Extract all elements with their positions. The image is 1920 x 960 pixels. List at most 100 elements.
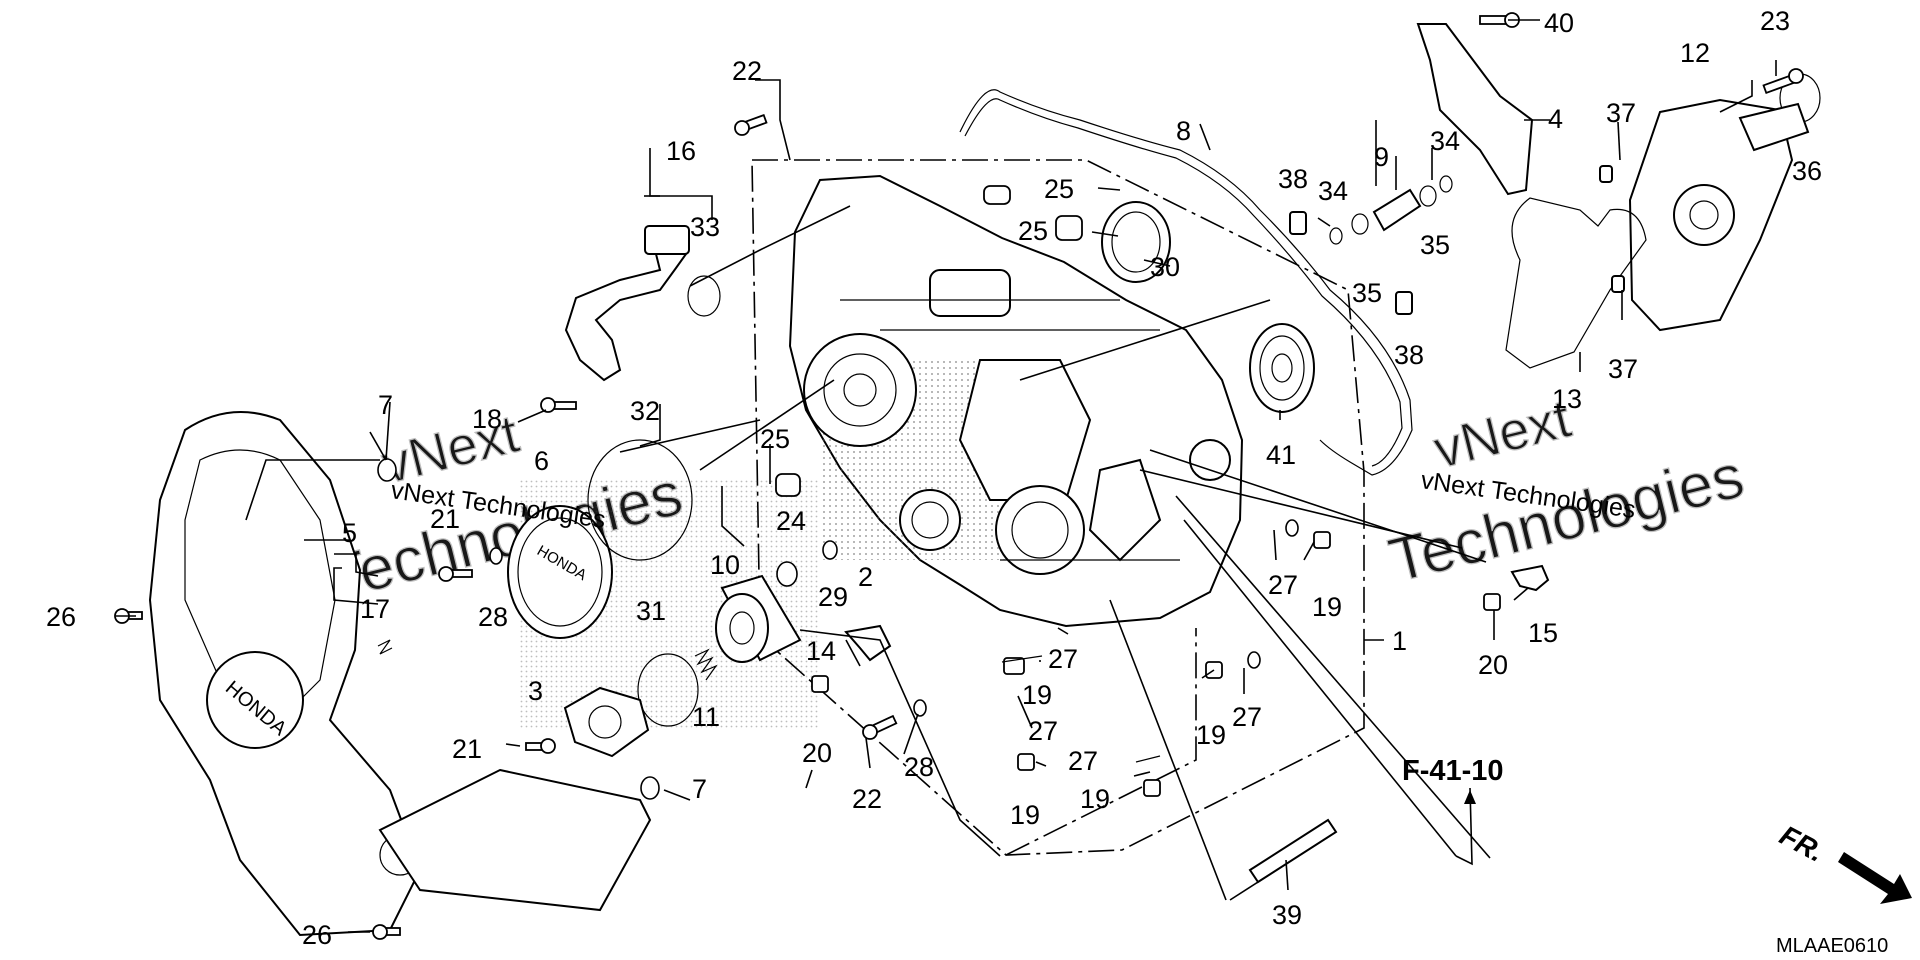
part-label-31: 31 xyxy=(636,596,666,626)
o-ring-32 xyxy=(587,439,693,561)
part-label-26a: 26 xyxy=(46,602,76,632)
part-label-10: 10 xyxy=(710,550,740,580)
part-label-21a: 21 xyxy=(430,504,460,534)
assembly-boundary-lower xyxy=(1005,628,1197,856)
water-pump-12 xyxy=(1628,98,1810,332)
part-label-34a: 34 xyxy=(1318,176,1348,206)
dowel-38a xyxy=(1289,211,1307,235)
part-label-13: 13 xyxy=(1552,384,1582,414)
diagram-code: MLAAE0610 xyxy=(1776,935,1888,957)
part-label-41: 41 xyxy=(1266,440,1296,470)
leader-lines xyxy=(116,19,1777,933)
part-label-19d: 19 xyxy=(1196,720,1226,750)
part-label-35a: 35 xyxy=(1352,278,1382,308)
part-label-25b: 25 xyxy=(1018,216,1048,246)
clutch-cover: HONDA xyxy=(148,411,422,937)
pin-37b xyxy=(1611,275,1625,293)
part-label-3: 3 xyxy=(528,676,543,706)
gasket-outline xyxy=(959,89,1413,476)
reference-arrow xyxy=(1464,790,1476,804)
part-label-22a: 22 xyxy=(732,56,762,86)
part-label-17: 17 xyxy=(360,594,390,624)
caps-25 xyxy=(775,185,1083,497)
part-label-39: 39 xyxy=(1272,900,1302,930)
part-label-25c: 25 xyxy=(760,424,790,454)
part-label-29: 29 xyxy=(818,582,848,612)
clamp-15 xyxy=(1510,564,1550,592)
part-label-7b: 7 xyxy=(692,774,707,804)
front-marker-label: FR. xyxy=(1775,819,1829,868)
part-label-12: 12 xyxy=(1680,38,1710,68)
part-label-28a: 28 xyxy=(478,602,508,632)
ring-35a xyxy=(1351,213,1369,235)
part-label-19a: 19 xyxy=(1022,680,1052,710)
bracket-4 xyxy=(1416,23,1534,196)
bolts xyxy=(114,12,1804,940)
part-label-5: 5 xyxy=(342,518,357,548)
part-label-27d: 27 xyxy=(1232,702,1262,732)
part-label-34b: 34 xyxy=(1430,126,1460,156)
part-label-19e: 19 xyxy=(1312,592,1342,622)
part-label-15: 15 xyxy=(1528,618,1558,648)
part-label-20b: 20 xyxy=(1478,650,1508,680)
part-label-32: 32 xyxy=(630,396,660,426)
filter-cover-3 xyxy=(563,686,650,758)
spring-17 xyxy=(377,639,393,655)
clamp-14 xyxy=(844,624,892,662)
part-label-27e: 27 xyxy=(1268,570,1298,600)
part-label-40: 40 xyxy=(1544,8,1574,38)
dowel-38b xyxy=(1395,291,1413,315)
part-label-28b: 28 xyxy=(904,752,934,782)
part-label-37b: 37 xyxy=(1608,354,1638,384)
gasket-outline-inner xyxy=(964,98,1403,467)
shaft-9 xyxy=(1372,188,1422,232)
o-ring-31 xyxy=(637,653,699,727)
part-label-33: 33 xyxy=(690,212,720,242)
part-label-11: 11 xyxy=(692,702,720,732)
ring-35b xyxy=(1419,185,1437,207)
part-label-37a: 37 xyxy=(1606,98,1636,128)
front-arrow: FR. xyxy=(1775,819,1912,904)
part-label-38a: 38 xyxy=(1278,164,1308,194)
part-label-23: 23 xyxy=(1760,6,1790,36)
oil-filter-10 xyxy=(715,574,802,663)
part-labels: 1 2 3 4 5 6 7 7 8 9 10 11 12 13 14 15 16… xyxy=(46,6,1822,950)
washer-34a xyxy=(1329,227,1343,245)
washers xyxy=(377,458,1299,800)
sensor-16 xyxy=(564,225,690,382)
part-label-35b: 35 xyxy=(1420,230,1450,260)
assembly-boundary xyxy=(751,159,1365,856)
part-label-16: 16 xyxy=(666,136,696,166)
part-label-27b: 27 xyxy=(1028,716,1058,746)
part-label-6: 6 xyxy=(534,446,549,476)
clip-27b xyxy=(1135,755,1161,763)
part-label-26b: 26 xyxy=(302,920,332,950)
pump-gasket-13 xyxy=(1505,197,1647,369)
clip-27a xyxy=(1001,655,1043,663)
part-label-8: 8 xyxy=(1176,116,1191,146)
spring-11 xyxy=(694,648,718,681)
pin-37a xyxy=(1599,165,1613,183)
part-label-7a: 7 xyxy=(378,390,393,420)
lower-shield xyxy=(378,768,652,912)
part-label-27a: 27 xyxy=(1048,644,1078,674)
part-label-4: 4 xyxy=(1548,104,1563,134)
part-label-14: 14 xyxy=(806,636,836,666)
part-label-24: 24 xyxy=(776,506,806,536)
part-label-20a: 20 xyxy=(802,738,832,768)
part-label-9: 9 xyxy=(1374,142,1389,172)
washer-34b xyxy=(1439,175,1453,193)
pulser-cover: HONDA xyxy=(507,505,613,639)
reference-label: F-41-10 xyxy=(1402,755,1504,787)
part-label-18: 18 xyxy=(472,404,502,434)
bearing-41 xyxy=(1249,323,1315,413)
part-label-22b: 22 xyxy=(852,784,882,814)
part-label-21b: 21 xyxy=(452,734,482,764)
part-label-25a: 25 xyxy=(1044,174,1074,204)
part-label-2: 2 xyxy=(858,562,873,592)
part-label-19c: 19 xyxy=(1080,784,1110,814)
part-label-30: 30 xyxy=(1150,252,1180,282)
crankcase-cover xyxy=(788,174,1244,628)
pipe-39 xyxy=(1248,818,1338,884)
